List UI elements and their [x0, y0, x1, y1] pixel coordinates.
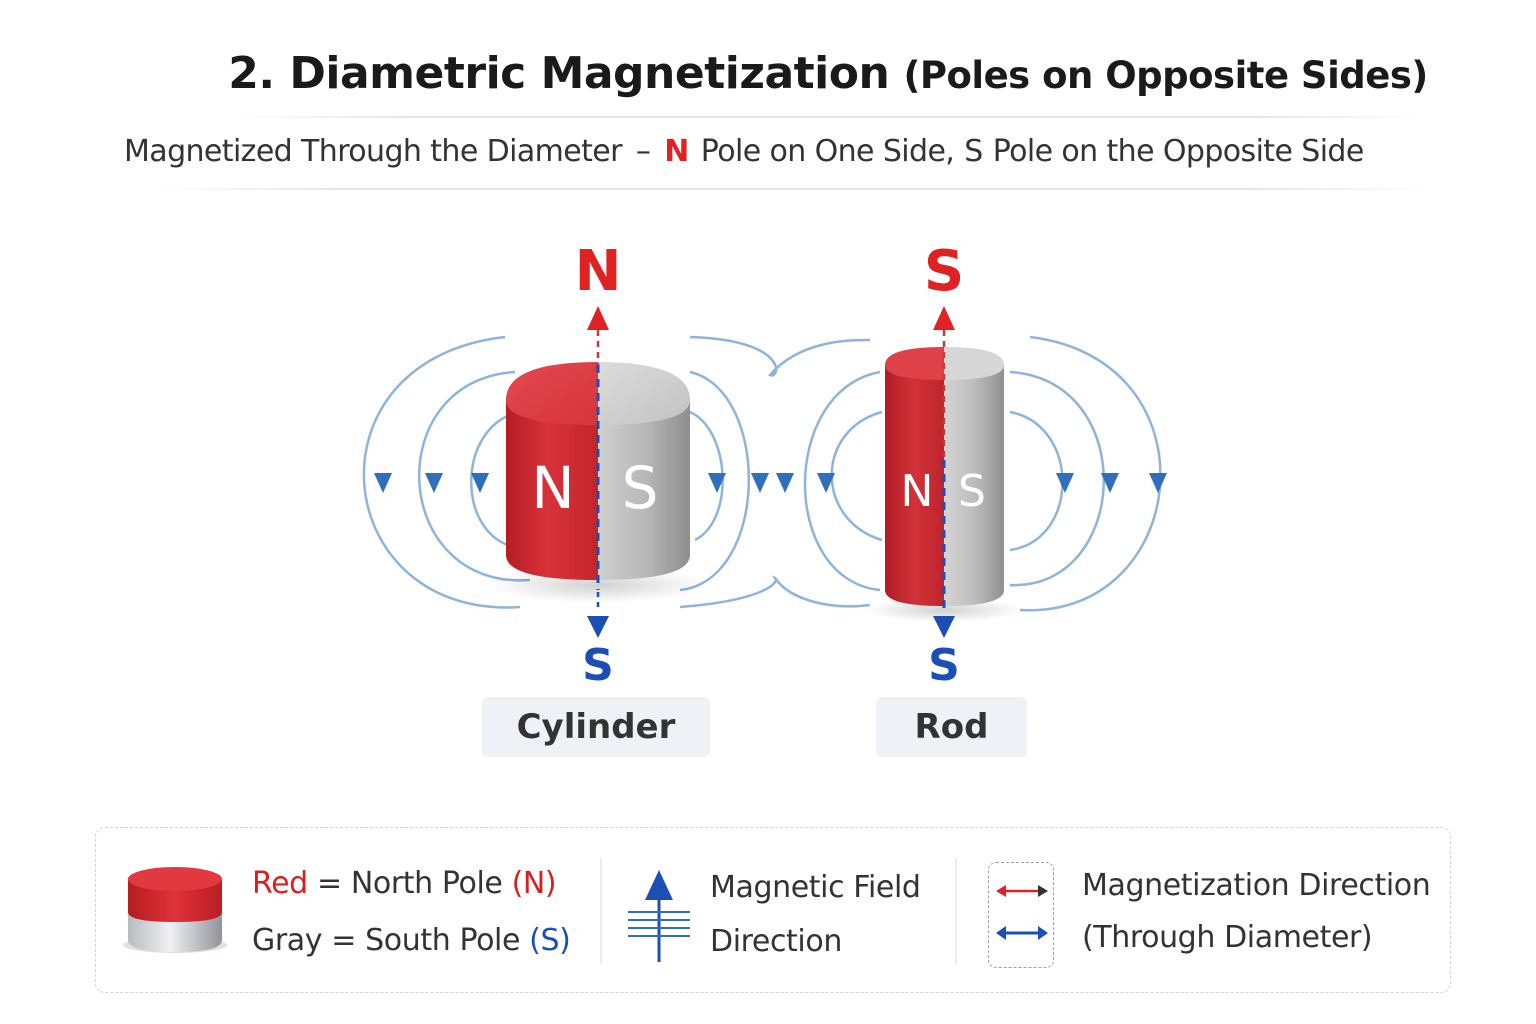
rod-red-half	[885, 365, 944, 606]
cylinder-field-lines	[362, 335, 871, 609]
rod-gray-half	[944, 365, 1004, 606]
field-line	[689, 335, 871, 377]
legend-field-line1: Magnetic Field	[710, 870, 921, 905]
field-arrow-icon	[425, 473, 443, 493]
cylinder-red-half	[506, 400, 598, 580]
cylinder-n-face: N	[531, 454, 574, 522]
rod-top-gray	[944, 347, 1004, 380]
rod-magnet	[864, 347, 1024, 622]
subtitle-lead: Magnetized Through the Diameter	[124, 134, 622, 169]
cylinder-top-pole: N	[575, 239, 622, 304]
cylinder-top-red	[506, 362, 598, 425]
field-line	[470, 410, 521, 550]
arrow-up-icon	[933, 306, 955, 330]
field-arrow-icon	[1056, 473, 1074, 493]
legend-red-rest: = North Pole	[316, 866, 503, 901]
subtitle-end: Pole on the Opposite Side	[992, 134, 1365, 169]
legend-gray-abbr: (S)	[529, 923, 571, 958]
subtitle-mid: Pole on One Side,	[700, 134, 955, 169]
field-line	[679, 370, 750, 592]
field-line	[1009, 410, 1064, 552]
arrow-down-icon	[933, 616, 955, 638]
rod-axis	[933, 306, 955, 638]
legend-red-line: Red = North Pole (N)	[252, 866, 557, 901]
field-arrow-icon	[751, 473, 769, 493]
field-arrow-icon	[817, 473, 835, 493]
field-arrowheads	[374, 473, 1167, 493]
legend-gray-line: Gray = South Pole (S)	[252, 923, 571, 958]
title-main: 2. Diametric Magnetization	[228, 48, 890, 99]
cylinder-bottom-pole: S	[582, 640, 614, 691]
legend-mag-line1: Magnetization Direction	[1082, 868, 1431, 903]
rod-bottom-pole: S	[928, 640, 960, 691]
cylinder-magnet	[488, 362, 708, 603]
subtitle-dash: –	[635, 134, 651, 169]
rod-s-face: S	[958, 466, 986, 517]
cylinder-top-gray	[598, 362, 690, 425]
subtitle-divider	[150, 188, 1440, 190]
magnetization-arrows-box	[988, 862, 1054, 968]
field-line	[830, 410, 883, 542]
legend-mag-line2: (Through Diameter)	[1082, 920, 1373, 955]
legend-gray-word: Gray = South Pole	[252, 923, 521, 958]
field-arrow-icon	[471, 473, 489, 493]
subtitle-s: S	[964, 134, 983, 169]
page-title: 2. Diametric Magnetization (Poles on Opp…	[0, 48, 1536, 108]
arrow-up-icon	[587, 306, 609, 330]
field-line	[362, 335, 521, 609]
legend-panel	[95, 827, 1451, 993]
legend-red-abbr: (N)	[511, 866, 557, 901]
arrow-down-icon	[587, 616, 609, 638]
cylinder-label: Cylinder	[482, 697, 710, 757]
rod-n-face: N	[901, 466, 934, 517]
legend-divider	[600, 858, 602, 964]
field-arrow-icon	[374, 473, 392, 493]
field-arrow-icon	[776, 473, 794, 493]
subtitle-n: N	[664, 134, 689, 169]
title-sub: (Poles on Opposite Sides)	[903, 54, 1428, 97]
rod-top-pole: S	[924, 239, 964, 304]
field-arrow-icon	[1149, 473, 1167, 493]
cylinder-gray-half	[598, 400, 690, 580]
cylinder-s-face: S	[622, 454, 659, 522]
field-line	[679, 575, 871, 609]
legend-divider	[955, 858, 957, 964]
legend-red-word: Red	[252, 866, 308, 901]
rod-label: Rod	[876, 697, 1027, 757]
legend-field-line2: Direction	[710, 924, 842, 959]
cylinder-axis	[587, 306, 609, 638]
field-line	[803, 370, 881, 592]
subtitle: Magnetized Through the Diameter–N Pole on…	[124, 134, 1364, 178]
field-arrow-icon	[1101, 473, 1119, 493]
rod-top-red	[885, 347, 944, 380]
field-line	[417, 370, 531, 582]
field-arrow-icon	[708, 473, 726, 493]
field-line	[1009, 370, 1105, 587]
title-divider	[230, 116, 1430, 118]
